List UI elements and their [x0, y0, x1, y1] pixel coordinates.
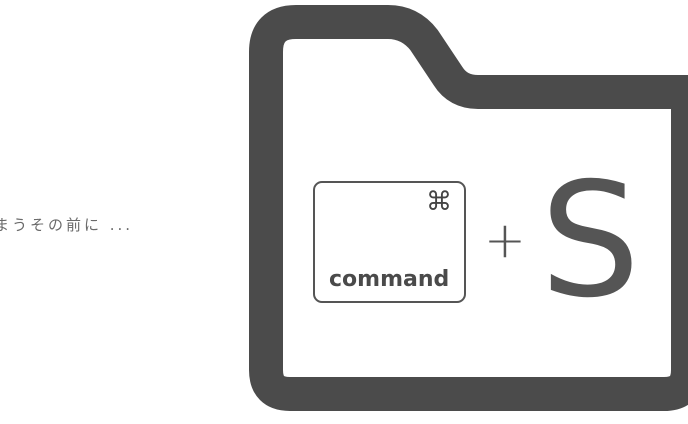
command-key-label: command — [329, 267, 450, 292]
plus-sign: + — [484, 211, 526, 269]
command-key-icon: ⌘ — [426, 187, 452, 217]
s-key-letter: S — [540, 149, 641, 333]
command-key: ⌘ command — [313, 181, 466, 303]
caption-text: まうその前に ... — [0, 216, 134, 234]
